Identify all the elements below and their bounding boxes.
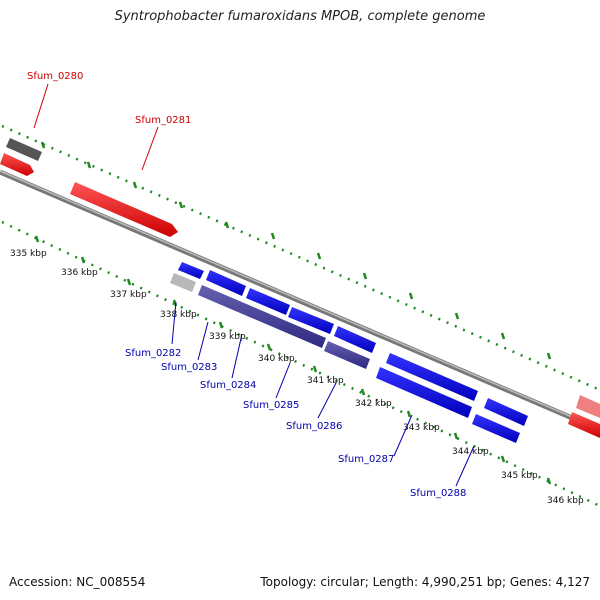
gene-label: Sfum_0287 (338, 454, 394, 465)
genome-backbone (0, 169, 600, 433)
gene-label: Sfum_0286 (286, 421, 342, 432)
gene-sfum-0282-gray[interactable] (170, 273, 196, 292)
gene-label: Sfum_0285 (243, 400, 299, 411)
genome-summary: Topology: circular; Length: 4,990,251 bp… (260, 575, 590, 589)
gene-sfum-0287-lower[interactable] (376, 367, 472, 418)
page-title: Syntrophobacter fumaroxidans MPOB, compl… (114, 9, 486, 24)
kbp-tick-label: 336 kbp (61, 268, 98, 278)
outer-tick-track (1, 124, 600, 392)
gene-sfum-0286[interactable] (334, 326, 376, 353)
gene-sfum-0286-dark[interactable] (324, 341, 370, 369)
kbp-tick-label: 339 kbp (209, 332, 246, 342)
gene-label: Sfum_0288 (410, 488, 466, 499)
gene-sfum-0281[interactable] (70, 182, 178, 237)
kbp-tick-label: 343 kbp (403, 423, 440, 433)
gene-right-pink[interactable] (576, 395, 600, 418)
gene-label: Sfum_0283 (161, 362, 217, 373)
gene-sfum-0282[interactable] (178, 262, 204, 279)
gene-right-red[interactable] (568, 412, 600, 438)
gene-label: Sfum_0280 (27, 71, 83, 82)
gene-sfum-0288-lower[interactable] (472, 414, 520, 443)
gene-label: Sfum_0281 (135, 115, 191, 126)
kbp-tick-label: 335 kbp (10, 249, 47, 259)
gene-label: Sfum_0282 (125, 348, 181, 359)
inner-tick-track (1, 220, 600, 508)
kbp-tick-label: 345 kbp (501, 471, 538, 481)
gene-forward-small[interactable] (0, 153, 34, 176)
kbp-tick-label: 338 kbp (160, 310, 197, 320)
gene-sfum-0283[interactable] (206, 270, 246, 296)
kbp-tick-label: 340 kbp (258, 354, 295, 364)
kbp-tick-label: 341 kbp (307, 376, 344, 386)
outer-major-ticks (40, 141, 552, 360)
gene-sfum-0288[interactable] (484, 398, 528, 426)
gene-sfum-0287[interactable] (386, 353, 478, 401)
kbp-tick-label: 342 kbp (355, 399, 392, 409)
gene-sfum-0285[interactable] (288, 307, 334, 334)
accession-label: Accession: NC_008554 (9, 575, 146, 589)
kbp-tick-label: 337 kbp (110, 290, 147, 300)
gene-sfum-0284[interactable] (246, 288, 290, 315)
gene-sfum-0280-block[interactable] (6, 138, 42, 161)
kbp-tick-label: 344 kbp (452, 447, 489, 457)
kbp-tick-label: 346 kbp (547, 496, 584, 506)
gene-label: Sfum_0284 (200, 380, 256, 391)
gene-sfum-0283-long[interactable] (198, 285, 326, 348)
